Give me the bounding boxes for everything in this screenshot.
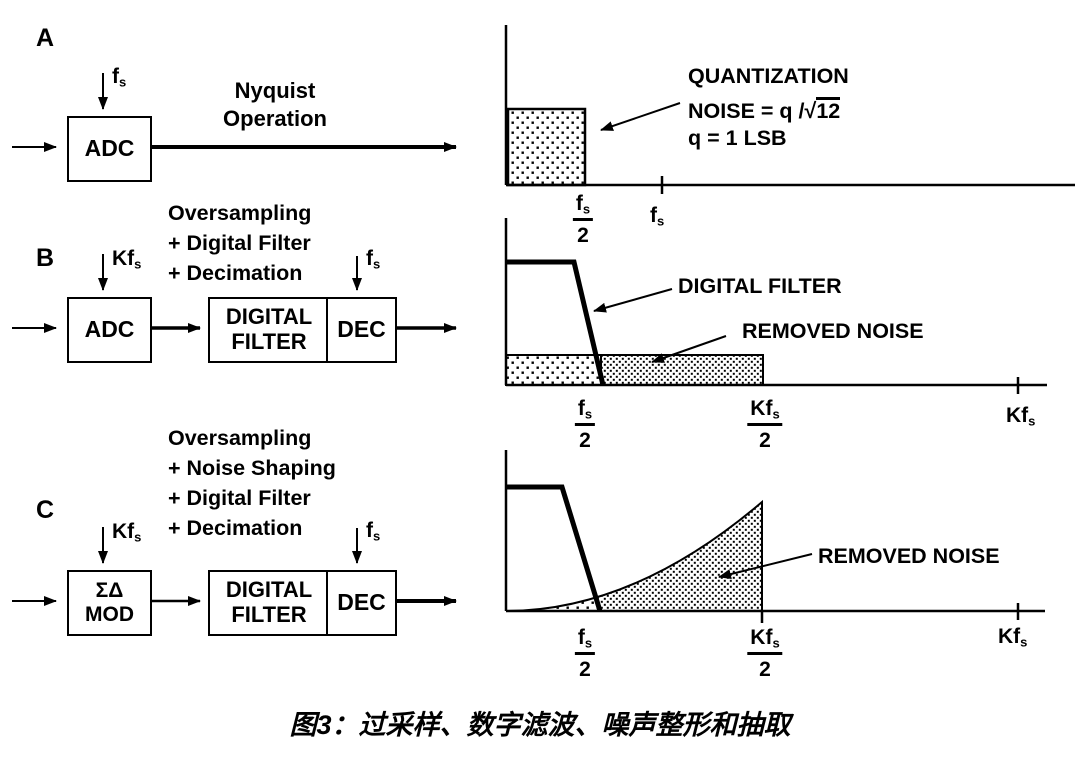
radical-sign: √ xyxy=(804,99,817,123)
c-noise-shaping-curve xyxy=(505,499,763,612)
a-clock-label: fs xyxy=(112,65,127,90)
a-adc-label: ADC xyxy=(84,135,135,162)
b-clock-kfs-label: Kfs xyxy=(112,247,142,272)
a-quantization-line3: q = 1 LSB xyxy=(688,126,787,150)
a-quantization-noise-area xyxy=(506,107,587,187)
c-sigma-delta-mod-block: ΣΔ MOD xyxy=(67,570,152,636)
b-digital-filter-block: DIGITAL FILTER xyxy=(208,297,330,363)
c-dec-label: DEC xyxy=(337,589,386,616)
a-adc-block: ADC xyxy=(67,116,152,182)
figure-caption: 图3：过采样、数字滤波、噪声整形和抽取 xyxy=(289,710,791,740)
a-axis-label-fs-over-2: fs 2 xyxy=(572,193,594,246)
b-removed-noise-area xyxy=(600,354,764,386)
b-inband-noise-area xyxy=(505,354,602,386)
c-digital-filter-block: DIGITAL FILTER xyxy=(208,570,330,636)
c-clock-kfs-label: Kfs xyxy=(112,520,142,545)
b-mode-text: Oversampling + Digital Filter + Decimati… xyxy=(168,201,312,285)
b-clock-fs-label: fs xyxy=(366,247,381,272)
b-annot-removed-arrow xyxy=(651,335,727,363)
section-b-tag: B xyxy=(36,244,55,272)
c-dec-block: DEC xyxy=(326,570,397,636)
b-annot-removed-noise: REMOVED NOISE xyxy=(742,319,924,343)
section-a-tag: A xyxy=(36,24,55,52)
a-axis-label-fs: fs xyxy=(650,204,665,229)
b-axis-label-kfs: Kfs xyxy=(1006,404,1036,429)
b-dec-label: DEC xyxy=(337,316,386,343)
b-adc-block: ADC xyxy=(67,297,152,363)
b-annot-filter-arrow xyxy=(593,288,673,313)
b-adc-label: ADC xyxy=(84,316,135,343)
a-mode-text: Nyquist Operation xyxy=(223,78,327,131)
a-quantization-line1: QUANTIZATION xyxy=(688,64,849,88)
b-annot-digital-filter: DIGITAL FILTER xyxy=(678,274,842,298)
c-axis-label-kfs: Kfs xyxy=(998,625,1028,650)
a-quantization-line2: NOISE = q /√12 xyxy=(688,97,841,123)
c-clock-fs-label: fs xyxy=(366,519,381,544)
c-axis-label-kfs-over-2: Kfs 2 xyxy=(747,627,783,680)
b-axis-label-fs-over-2: fs 2 xyxy=(574,398,596,451)
c-mode-text: Oversampling + Noise Shaping + Digital F… xyxy=(168,426,336,540)
c-annot-removed-noise: REMOVED NOISE xyxy=(818,544,1000,568)
c-removed-noise-area xyxy=(600,502,762,611)
a-annot-arrow xyxy=(600,102,681,131)
sqrt-operand: 12 xyxy=(816,97,841,123)
b-dec-block: DEC xyxy=(326,297,397,363)
b-axis-label-kfs-over-2: Kfs 2 xyxy=(747,398,783,451)
c-annot-removed-arrow xyxy=(718,553,813,579)
c-axis-label-fs-over-2: fs 2 xyxy=(574,627,596,680)
section-c-tag: C xyxy=(36,496,55,524)
c-digital-filter-response xyxy=(506,484,603,612)
b-digital-filter-response xyxy=(506,259,606,386)
